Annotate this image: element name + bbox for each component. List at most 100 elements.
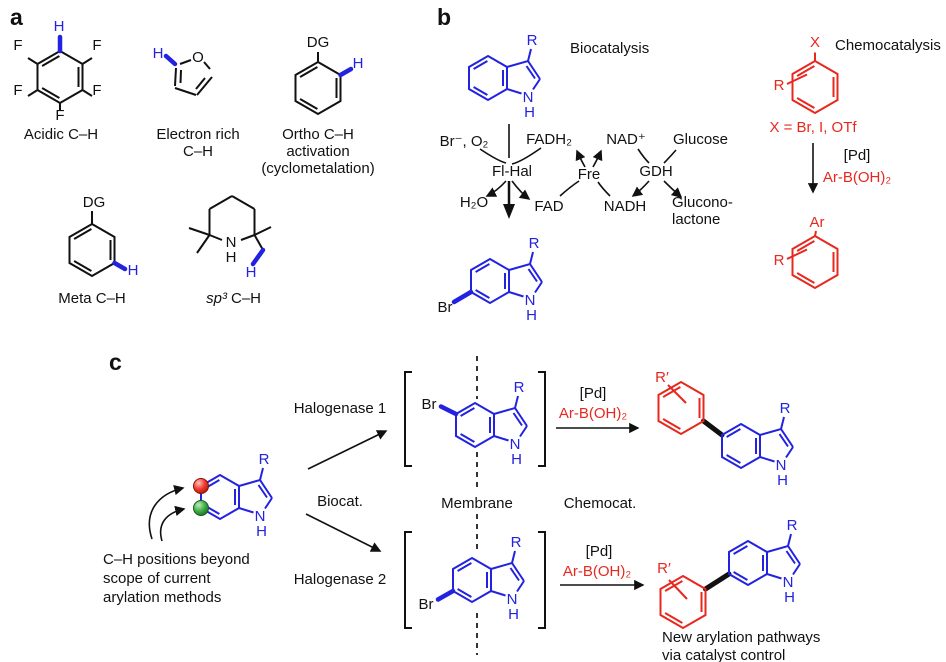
chemocatalysis-title: Chemocatalysis: [835, 37, 941, 54]
structure-electron-rich-ch: O H: [153, 45, 213, 96]
caption-sp3-prefix: sp³: [206, 290, 228, 307]
meta-h-label: H: [128, 262, 139, 279]
boronic-acid-label: Ar-B(OH)₂: [559, 405, 627, 422]
biocat-label: Biocat.: [317, 493, 363, 510]
chemocat-label: Chemocat.: [564, 495, 637, 512]
x-definition-label: X = Br, I, OTf: [769, 119, 857, 136]
panel-a: a F F F F F H Acidic C–H: [10, 4, 375, 307]
structure-ortho-ch: DG H: [294, 34, 364, 115]
bracket-right-bottom: [538, 531, 546, 629]
ortho-h-label: H: [353, 55, 364, 72]
aryl-label: Ar: [810, 214, 825, 231]
pd-catalyst-label: [Pd]: [844, 147, 871, 164]
flavin-halogenase-label: Fl-Hal: [492, 163, 532, 180]
caption-ortho-3: (cyclometalation): [261, 160, 374, 177]
main-arrowhead: [503, 204, 515, 219]
bromoindole-6-intermediate: Br: [419, 533, 525, 624]
fluorine-label: F: [92, 37, 101, 54]
highlighted-ch-bond: [112, 260, 128, 272]
structure-sp3-ch: N H H: [188, 195, 272, 281]
aryl-halide-substrate: X R: [774, 34, 839, 114]
fad-label: FAD: [534, 198, 563, 215]
bromine-label: Br: [438, 299, 453, 316]
structure-acidic-ch: F F F F F H: [13, 18, 101, 124]
caption-ortho-2: activation: [286, 143, 349, 160]
nadh-label: NADH: [604, 198, 647, 215]
nh-hydrogen-label: H: [226, 249, 237, 266]
halogenase-2-label: Halogenase 2: [294, 571, 387, 588]
gluconolactone-label-2: lactone: [672, 211, 720, 228]
panel-b: b Biocatalysis Br⁻, O₂ FADH₂ NAD⁺ Glucos…: [437, 4, 941, 325]
bromoindole-product: Br: [438, 234, 543, 325]
bracket-right-top: [538, 371, 546, 467]
caption-positions-1: C–H positions beyond: [103, 551, 250, 568]
panel-c: c C–H positions beyond scope of current …: [103, 349, 820, 662]
bromine-label: Br: [419, 596, 434, 613]
highlighted-ch-bond: [250, 247, 266, 267]
directing-group-label: DG: [307, 34, 330, 51]
biocatalysis-title: Biocatalysis: [570, 40, 649, 57]
highlighted-ch-bond: [338, 66, 354, 78]
c-br-bond: [451, 289, 474, 305]
bracket-left-bottom: [404, 531, 412, 629]
flavin-reductase-label: Fre: [578, 166, 601, 183]
directing-group-label: DG: [83, 194, 106, 211]
halogenase-1-arrow: [307, 430, 388, 470]
bromoindole-5-intermediate: Br: [422, 378, 528, 469]
boronic-acid-label: Ar-B(OH)₂: [563, 563, 631, 580]
panel-b-label: b: [437, 4, 451, 30]
r-prime-label: R′: [657, 560, 671, 577]
caption-meta-ch: Meta C–H: [58, 290, 126, 307]
bracket-left-top: [404, 371, 412, 467]
pointer-arrow-c6: [159, 505, 186, 542]
caption-electron-rich-1: Electron rich: [156, 126, 239, 143]
halide-x-label: X: [810, 34, 820, 51]
halogenase-1-label: Halogenase 1: [294, 400, 387, 417]
bromine-label: Br: [422, 396, 437, 413]
r-group-label: R: [774, 77, 785, 94]
oxygen-label: O: [192, 49, 204, 66]
nitrogen-label: N: [226, 234, 237, 251]
caption-positions-3: arylation methods: [103, 589, 221, 606]
glucose-label: Glucose: [673, 131, 728, 148]
biaryl-bond: [703, 571, 732, 592]
glucose-dehydrogenase-label: GDH: [639, 163, 672, 180]
panel-c-label: c: [109, 349, 122, 375]
caption-acidic-ch: Acidic C–H: [24, 126, 98, 143]
result-caption-1: New arylation pathways: [662, 629, 820, 646]
acidic-h-label: H: [54, 18, 65, 35]
r-group-label: R: [774, 252, 785, 269]
sp3-h-label: H: [246, 264, 257, 281]
halogenase-2-arrow: [305, 513, 382, 552]
caption-ortho-1: Ortho C–H: [282, 126, 354, 143]
c6-position-marker: [193, 500, 209, 516]
c-br-bond: [438, 404, 459, 417]
gluconolactone-label-1: Glucono-: [672, 194, 733, 211]
fluorine-label: F: [13, 37, 22, 54]
nad-plus-label: NAD⁺: [606, 131, 646, 148]
c-br-bond: [435, 588, 456, 602]
panel-a-label: a: [10, 4, 23, 30]
structure-meta-ch: DG H: [68, 194, 139, 279]
r-prime-label: R′: [655, 369, 669, 386]
caption-sp3-suffix: C–H: [231, 290, 261, 307]
boronic-acid-label: Ar-B(OH)₂: [823, 169, 891, 186]
fluorine-label: F: [55, 107, 64, 124]
highlighted-ch-bond: [163, 53, 178, 67]
halogenation-cycle: Br⁻, O₂ FADH₂ NAD⁺ Glucose Fl-Hal Fre GD…: [440, 124, 733, 228]
biaryl-bond: [701, 418, 725, 438]
fluorine-label: F: [13, 82, 22, 99]
arylindole-5-product: R′: [655, 369, 794, 490]
result-caption-2: via catalyst control: [662, 647, 785, 662]
electron-rich-h-label: H: [153, 45, 164, 62]
water-label: H₂O: [460, 194, 488, 211]
bromide-oxygen-label: Br⁻, O₂: [440, 133, 489, 150]
biaryl-product: Ar R: [774, 214, 839, 289]
arylindole-6-product: R′: [657, 516, 801, 629]
pointer-arrow-c5: [148, 485, 185, 540]
indole-substrate: [468, 31, 541, 122]
fadh2-label: FADH₂: [526, 131, 572, 148]
fluorine-label: F: [92, 82, 101, 99]
pd-catalyst-label: [Pd]: [580, 385, 607, 402]
